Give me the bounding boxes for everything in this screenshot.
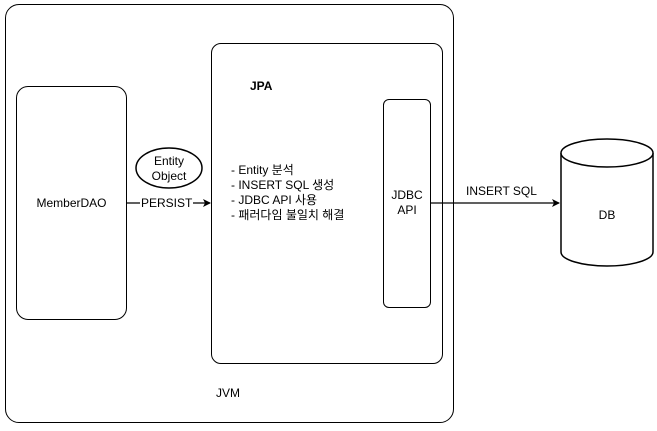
entity-object-label-line2: Object [151,169,187,183]
jpa-feature-item: - Entity 분석 [231,163,294,177]
insert-sql-arrow-label: INSERT SQL [466,184,537,198]
db-label: DB [598,208,616,222]
member-dao-label: MemberDAO [36,196,107,210]
entity-object-label-line1: Entity [153,154,184,168]
db-cylinder [560,138,654,267]
jpa-feature-item: - 패러다임 불일치 해결 [231,208,345,222]
jpa-feature-list: - Entity 분석 - INSERT SQL 생성 - JDBC API 사… [231,163,344,223]
jpa-feature-item: - INSERT SQL 생성 [231,178,335,192]
entity-object-ellipse [135,147,203,189]
jdbc-api-box [383,99,431,308]
jpa-feature-item: - JDBC API 사용 [231,193,318,207]
jdbc-api-label-line2: API [397,203,417,217]
persist-arrow-label: PERSIST [140,196,194,210]
jpa-title: JPA [250,79,273,93]
jdbc-api-label-line1: JDBC [391,188,423,202]
member-dao-box [16,86,127,320]
jvm-label: JVM [216,386,240,400]
